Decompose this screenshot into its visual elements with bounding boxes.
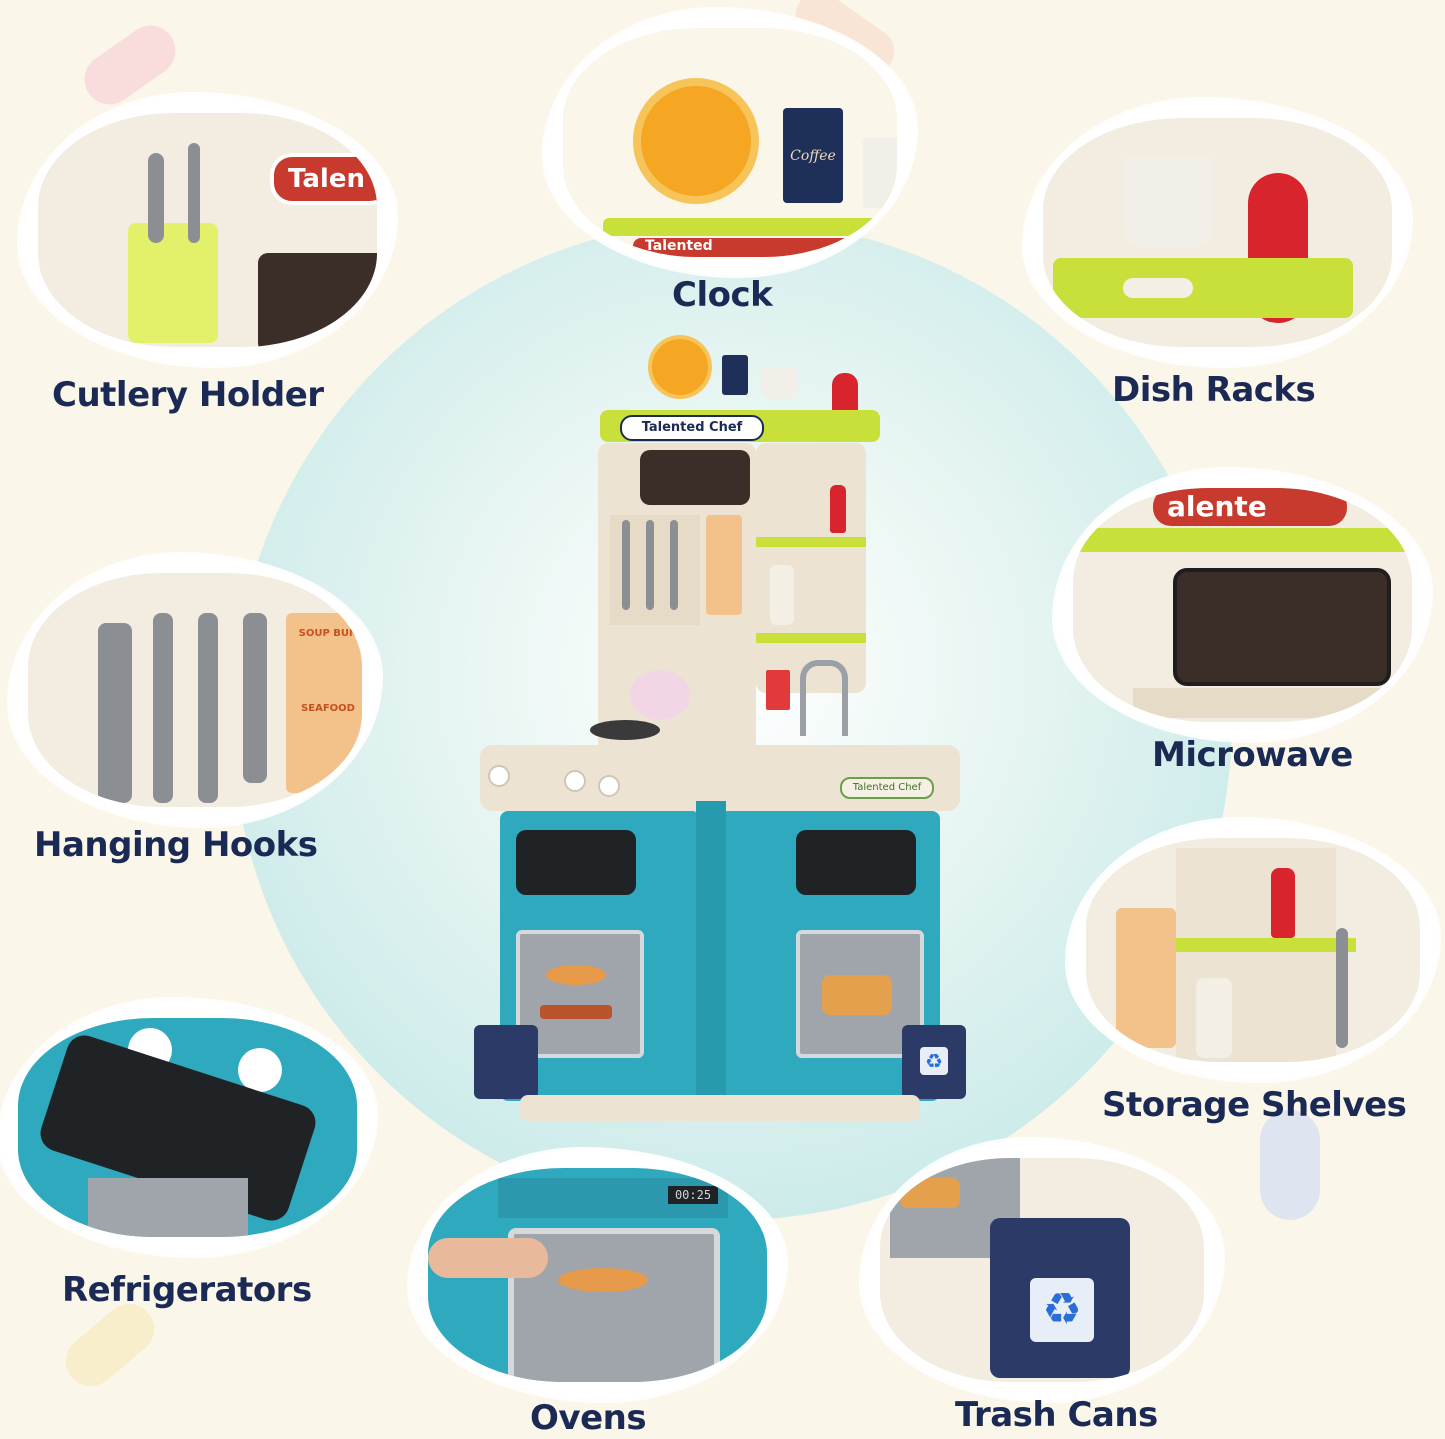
sign-partial: Talen <box>270 153 377 205</box>
status-lights <box>1123 278 1193 298</box>
storage-shelves-bubble <box>1068 820 1438 1080</box>
oven-time: 00:25 <box>668 1186 718 1204</box>
microwave-sign-partial: alente <box>1153 488 1347 526</box>
recycle-icon: ♻ <box>1030 1278 1094 1342</box>
ladle-icon <box>198 613 218 803</box>
utensil-icon <box>622 520 630 610</box>
coffee-cup-icon <box>722 355 748 395</box>
dish-rack <box>1053 258 1353 318</box>
hanging-hooks-bubble: SOUP BUN SEAFOOD <box>10 555 380 825</box>
shelf-rail <box>603 218 893 236</box>
cutlery-cup-icon <box>128 223 218 343</box>
dish-racks-label: Dish Racks <box>1112 370 1316 410</box>
microwave-bubble: alente <box>1055 470 1430 740</box>
hand-icon <box>428 1238 548 1278</box>
menu-card <box>1116 908 1176 1048</box>
mug-icon <box>1123 158 1213 248</box>
cutlery-holder-bubble: Talen <box>20 95 395 365</box>
utensil-icon <box>670 520 678 610</box>
spoon-icon <box>148 153 164 243</box>
storage-shelf <box>1176 938 1356 952</box>
trash-cans-label: Trash Cans <box>955 1395 1158 1435</box>
lime-panel <box>1073 528 1412 552</box>
storage-shelf <box>756 537 866 547</box>
pan-icon <box>590 720 660 740</box>
hooks-row <box>1133 688 1393 718</box>
menu-seafood: SEAFOOD <box>301 703 355 714</box>
microwave-label: Microwave <box>1152 735 1353 775</box>
teapot-icon <box>630 670 690 720</box>
clock-icon <box>633 78 759 204</box>
microwave-window <box>258 253 377 347</box>
storage-shelves-label: Storage Shelves <box>1102 1085 1407 1125</box>
soda-cup-icon <box>766 670 790 710</box>
pizza-icon <box>546 965 606 985</box>
refrigerators-bubble <box>0 1000 375 1255</box>
faucet-icon <box>800 660 848 736</box>
menu-card <box>706 515 742 615</box>
trash-can-left <box>474 1025 538 1099</box>
menu-soup-bun: SOUP BUN <box>298 628 358 639</box>
fork-icon <box>188 143 200 243</box>
pizza-icon <box>558 1268 648 1292</box>
knob-icon <box>598 775 620 797</box>
storage-shelf <box>756 633 866 643</box>
knob-icon <box>564 770 586 792</box>
ketchup-icon <box>1271 868 1295 938</box>
sprinkle-blue-right <box>1260 1110 1320 1220</box>
clock-label: Clock <box>672 275 773 315</box>
trash-cans-bubble: ♻ <box>862 1140 1222 1400</box>
oven-panel <box>88 1178 248 1237</box>
microwave-window <box>640 450 750 505</box>
knife-icon <box>243 613 267 783</box>
microwave-window <box>1173 568 1391 686</box>
mug-icon <box>863 138 897 208</box>
oven-left <box>516 930 644 1058</box>
clock-bubble: Coffee Talented <box>545 10 915 275</box>
clock-sign-partial: Talented <box>633 238 865 257</box>
menu-card <box>286 613 362 793</box>
cutlery-holder-label: Cutlery Holder <box>52 375 324 415</box>
mug-icon <box>762 367 798 399</box>
coffee-cup-icon <box>783 108 843 203</box>
kitchen-base <box>520 1095 920 1121</box>
ovens-label: Ovens <box>530 1398 647 1438</box>
fridge-door-right <box>796 830 916 895</box>
cabinet-center <box>696 801 726 1101</box>
coffee-label: Coffee <box>790 148 836 164</box>
bottle-icon <box>1196 978 1232 1058</box>
fridge-door-left <box>516 830 636 895</box>
hanging-hooks-label: Hanging Hooks <box>34 825 318 865</box>
utensil-icon <box>646 520 654 610</box>
bacon-icon <box>540 1005 612 1019</box>
play-kitchen: Talented Chef Talented Chef ♻ <box>470 325 980 1125</box>
ovens-bubble: 00:25 <box>410 1150 785 1400</box>
ketchup-icon <box>830 485 846 533</box>
knob-icon <box>238 1048 282 1092</box>
cooktop-items <box>510 665 930 755</box>
countertop-sign: Talented Chef <box>840 777 934 799</box>
tongs-icon <box>98 623 132 803</box>
refrigerators-label: Refrigerators <box>62 1270 312 1310</box>
clock-icon <box>648 335 712 399</box>
croissant-icon <box>822 975 892 1015</box>
dish-racks-bubble <box>1025 100 1410 365</box>
spatula-icon <box>1336 928 1348 1048</box>
bottle-icon <box>770 565 794 625</box>
brand-sign-text: Talented Chef <box>620 415 764 441</box>
fork-icon <box>153 613 173 803</box>
recycle-icon: ♻ <box>920 1047 948 1075</box>
croissant-icon <box>900 1178 960 1208</box>
knob-icon <box>488 765 510 787</box>
